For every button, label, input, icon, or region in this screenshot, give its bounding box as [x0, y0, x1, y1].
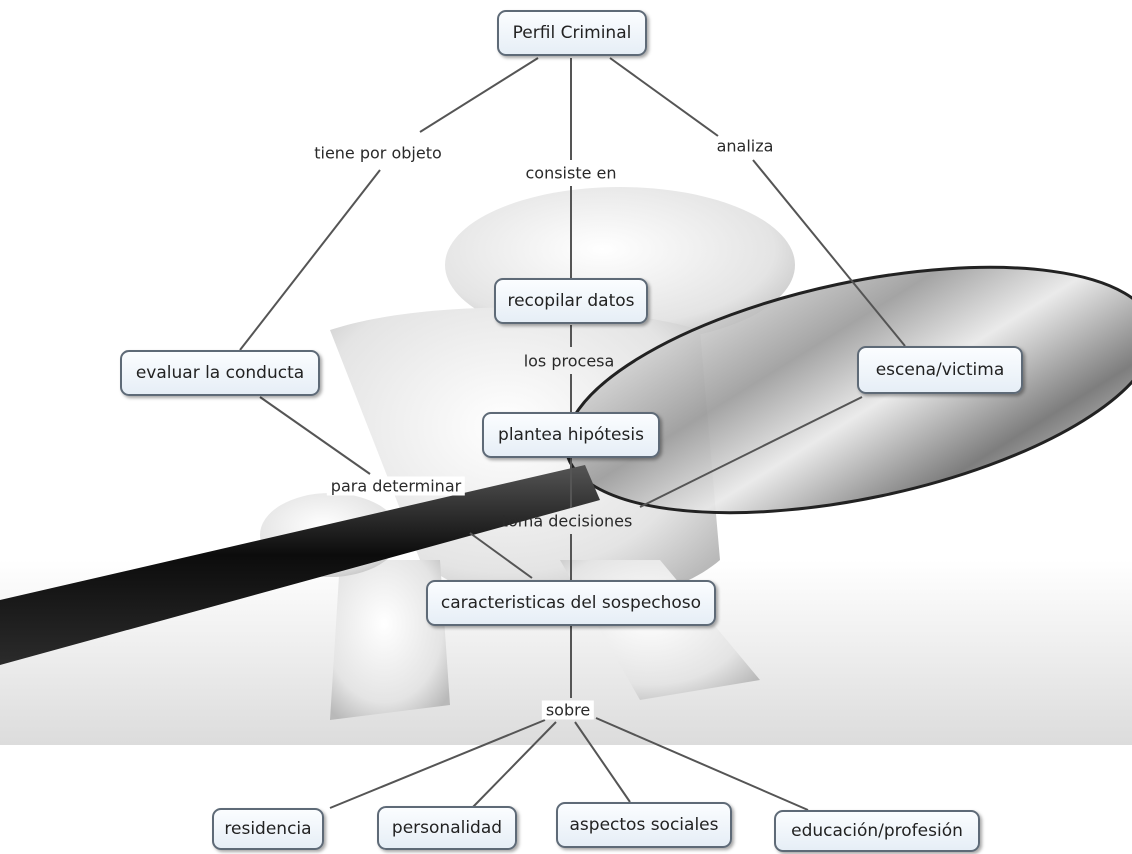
link-sobre: sobre [541, 700, 595, 720]
node-personalidad[interactable]: personalidad [377, 806, 517, 850]
node-aspectos-sociales[interactable]: aspectos sociales [556, 802, 732, 848]
node-plantea-hipotesis[interactable]: plantea hipótesis [482, 412, 660, 458]
link-toma-decisiones: toma decisiones [501, 511, 633, 531]
node-caracteristicas-sospechoso[interactable]: caracteristicas del sospechoso [426, 580, 716, 626]
node-recopilar-datos[interactable]: recopilar datos [494, 278, 648, 324]
link-para-determinar: para determinar [326, 476, 466, 496]
node-residencia[interactable]: residencia [212, 808, 324, 850]
link-consiste-en: consiste en [521, 163, 621, 183]
link-analiza: analiza [712, 136, 778, 156]
link-tiene-por-objeto: tiene por objeto [310, 143, 446, 163]
node-evaluar-conducta[interactable]: evaluar la conducta [120, 350, 320, 396]
node-perfil-criminal[interactable]: Perfil Criminal [497, 10, 647, 56]
link-los-procesa: los procesa [523, 351, 615, 371]
node-educacion-profesion[interactable]: educación/profesión [774, 810, 980, 852]
node-escena-victima[interactable]: escena/victima [857, 346, 1023, 394]
